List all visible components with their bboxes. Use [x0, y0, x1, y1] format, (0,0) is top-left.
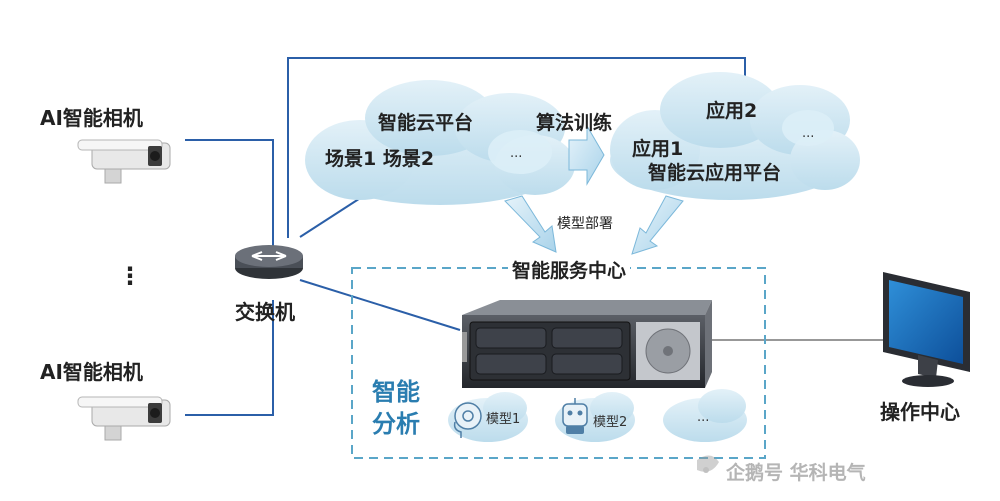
analysis-label-line1: 智能 [372, 378, 420, 406]
training-label: 算法训练 [536, 112, 613, 134]
arrow-icon [504, 195, 684, 255]
switch-to-app-cloud-link [287, 57, 746, 238]
watermark-logo-icon [697, 455, 719, 473]
operation-center-label: 操作中心 [880, 400, 960, 424]
switch-icon [235, 245, 303, 279]
server-icon [462, 300, 712, 388]
camera-icon [77, 139, 171, 184]
cloud-scenes-label: 场景1 场景2 [325, 148, 435, 170]
cloud-icon [782, 110, 834, 146]
monitor-icon [883, 272, 970, 387]
service-center-frame [351, 267, 766, 459]
top-camera-link [185, 139, 274, 250]
cloud-left-more: ... [510, 146, 523, 161]
connection-lines [185, 57, 746, 416]
app1-label: 应用1 [632, 138, 684, 160]
app2-label: 应用2 [706, 100, 758, 122]
cloud-platform-title: 智能云平台 [378, 112, 474, 134]
vertical-ellipsis: ⋮ [118, 262, 142, 290]
app-platform-title: 智能云应用平台 [648, 162, 782, 184]
switch-label: 交换机 [235, 300, 295, 324]
camera-icon [77, 396, 171, 441]
arrow-icon [568, 124, 605, 186]
top-camera-label: AI智能相机 [40, 106, 143, 130]
analysis-label-line2: 分析 [372, 410, 420, 438]
switch-to-cloud-link [299, 194, 366, 238]
gear-head-icon [453, 402, 482, 438]
switch-to-server-link [299, 279, 461, 331]
model2-label: 模型2 [593, 415, 628, 430]
service-center-title: 智能服务中心 [508, 256, 631, 283]
service-more: ... [697, 410, 710, 425]
cloud-right-more: ... [802, 126, 815, 141]
watermark-text: 企鹅号 华科电气 [726, 462, 866, 484]
cloud-icon [488, 130, 552, 174]
bottom-camera-label: AI智能相机 [40, 360, 143, 384]
bottom-camera-link [185, 300, 274, 416]
model1-label: 模型1 [486, 412, 521, 427]
robot-icon [562, 398, 588, 434]
deploy-label: 模型部署 [557, 216, 613, 232]
